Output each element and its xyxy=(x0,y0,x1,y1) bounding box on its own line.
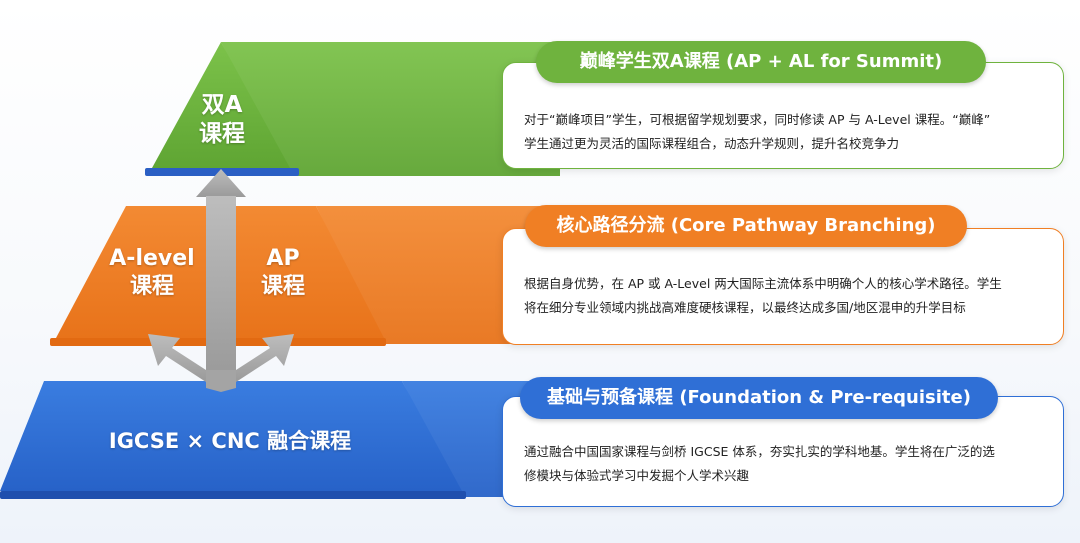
arrow-vertical-shaft xyxy=(206,196,236,378)
ap-label-line2: 课程 xyxy=(260,273,305,299)
tier1-title: 巅峰学生双A课程 (AP + AL for Summit) xyxy=(536,41,986,83)
tier3-description-line2: 修模块与体验式学习中发掘个人学术兴趣 xyxy=(524,468,750,483)
pyramid-bottom-tier xyxy=(0,381,462,491)
branching-arrows xyxy=(148,169,294,392)
alevel-label-line1: A-level xyxy=(109,246,195,271)
arrow-branch-left xyxy=(148,334,206,382)
orange-connector-band xyxy=(316,206,560,344)
green-connector-band xyxy=(221,42,560,176)
middle-tier-left-label: A-level 课程 xyxy=(92,245,212,300)
tier2-description-line2: 将在细分专业领域内挑战高难度硬核课程，以最终达成多国/地区混申的升学目标 xyxy=(524,300,966,315)
tier2-description-line1: 根据自身优势，在 AP 或 A-Level 两大国际主流体系中明确个人的核心学术… xyxy=(524,276,1002,291)
tier2-description-card xyxy=(502,228,1064,345)
tier1-description-line2: 学生通过更为灵活的国际课程组合，动态升学规则，提升名校竞争力 xyxy=(524,136,900,151)
tier3-description-line1: 通过融合中国国家课程与剑桥 IGCSE 体系，夯实扎实的学科地基。学生将在广泛的… xyxy=(524,444,995,459)
bottom-tier-label: IGCSE × CNC 融合课程 xyxy=(108,429,352,453)
arrow-branch-right xyxy=(236,334,294,382)
tier1-description-line1: 对于“巅峰项目”学生，可根据留学规划要求，同时修读 AP 与 A-Level 课… xyxy=(524,112,991,127)
pyramid-top-tier xyxy=(152,42,290,168)
pyramid-bottom-base-bar xyxy=(0,491,466,499)
tier2-description: 根据自身优势，在 AP 或 A-Level 两大国际主流体系中明确个人的核心学术… xyxy=(524,272,1054,320)
alevel-label-line2: 课程 xyxy=(129,273,174,299)
ap-label-line1: AP xyxy=(266,246,300,271)
tier3-description: 通过融合中国国家课程与剑桥 IGCSE 体系，夯实扎实的学科地基。学生将在广泛的… xyxy=(524,440,1054,488)
tier1-description: 对于“巅峰项目”学生，可根据留学规划要求，同时修读 AP 与 A-Level 课… xyxy=(524,108,1054,156)
arrow-up-head xyxy=(196,169,246,197)
middle-tier-right-label: AP 课程 xyxy=(236,245,330,300)
tier2-title: 核心路径分流 (Core Pathway Branching) xyxy=(525,205,967,247)
top-tier-label-line2: 课程 xyxy=(199,120,245,147)
top-tier-label-line1: 双A xyxy=(201,92,243,118)
top-tier-label: 双A 课程 xyxy=(172,91,272,149)
tier3-title: 基础与预备课程 (Foundation & Pre-requisite) xyxy=(520,377,998,419)
arrow-bottom-joint xyxy=(206,370,236,392)
